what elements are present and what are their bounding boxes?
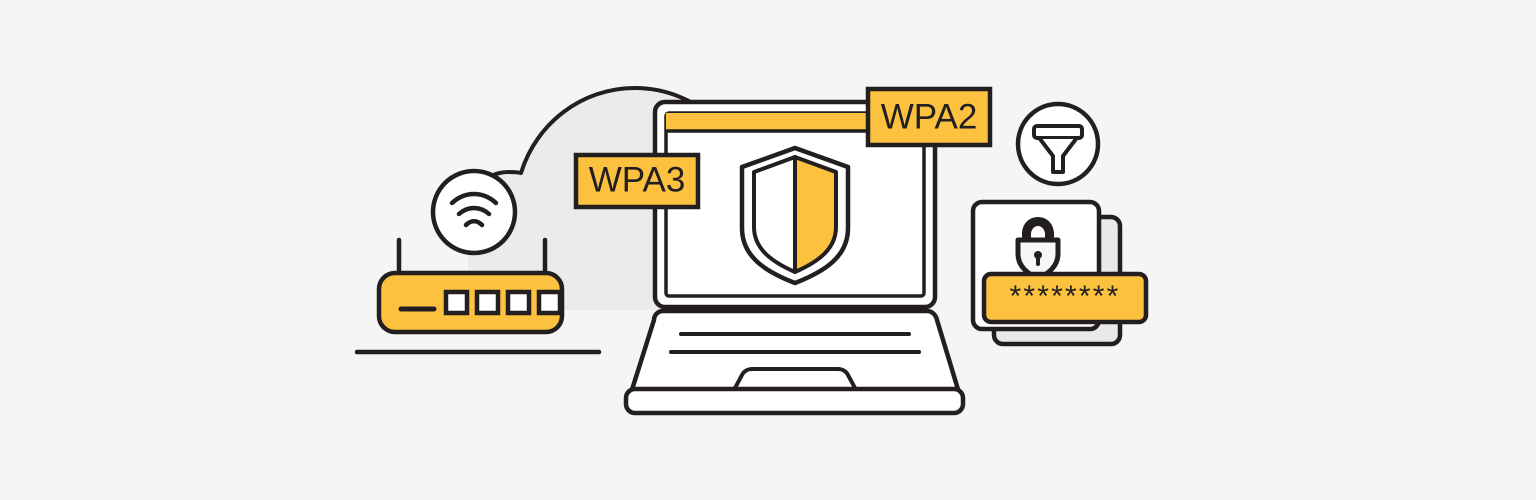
router-led-3: [505, 289, 532, 316]
wpa2-label-text: WPA2: [881, 97, 978, 136]
shield-fill-right: [795, 157, 836, 272]
laptop-bottom-lip: [623, 386, 966, 416]
wpa3-label-box: [573, 152, 701, 210]
router-led-4: [536, 289, 563, 316]
router-icon: [376, 237, 565, 335]
router-led-1: [443, 289, 470, 316]
lock-shackle: [1022, 217, 1054, 242]
router-led-2: [474, 289, 501, 316]
wifi-icon: [430, 168, 518, 256]
password-mask-text: ********: [1010, 280, 1121, 313]
wpa2-label: WPA2: [865, 86, 993, 148]
laptop-trackpad: [733, 367, 857, 389]
wpa2-label-box: [865, 86, 993, 148]
funnel-body: [1038, 137, 1078, 174]
password-mask-bar: [981, 271, 1149, 325]
filter-funnel-icon: [1015, 101, 1101, 187]
funnel-top-bar: [1032, 124, 1084, 140]
wifi-arc-outer: [449, 191, 499, 206]
wifi-arc-inner: [463, 219, 485, 228]
laptop-titlebar: [666, 113, 924, 131]
wpa3-label: WPA3: [573, 152, 701, 210]
router-body: [376, 270, 565, 335]
laptop-icon: [623, 99, 966, 416]
lock-icon: [1015, 217, 1061, 282]
shield-icon: [739, 145, 851, 286]
wpa3-label-text: WPA3: [589, 160, 686, 199]
wifi-arc-mid: [456, 205, 492, 217]
password-card: ********: [970, 199, 1149, 347]
